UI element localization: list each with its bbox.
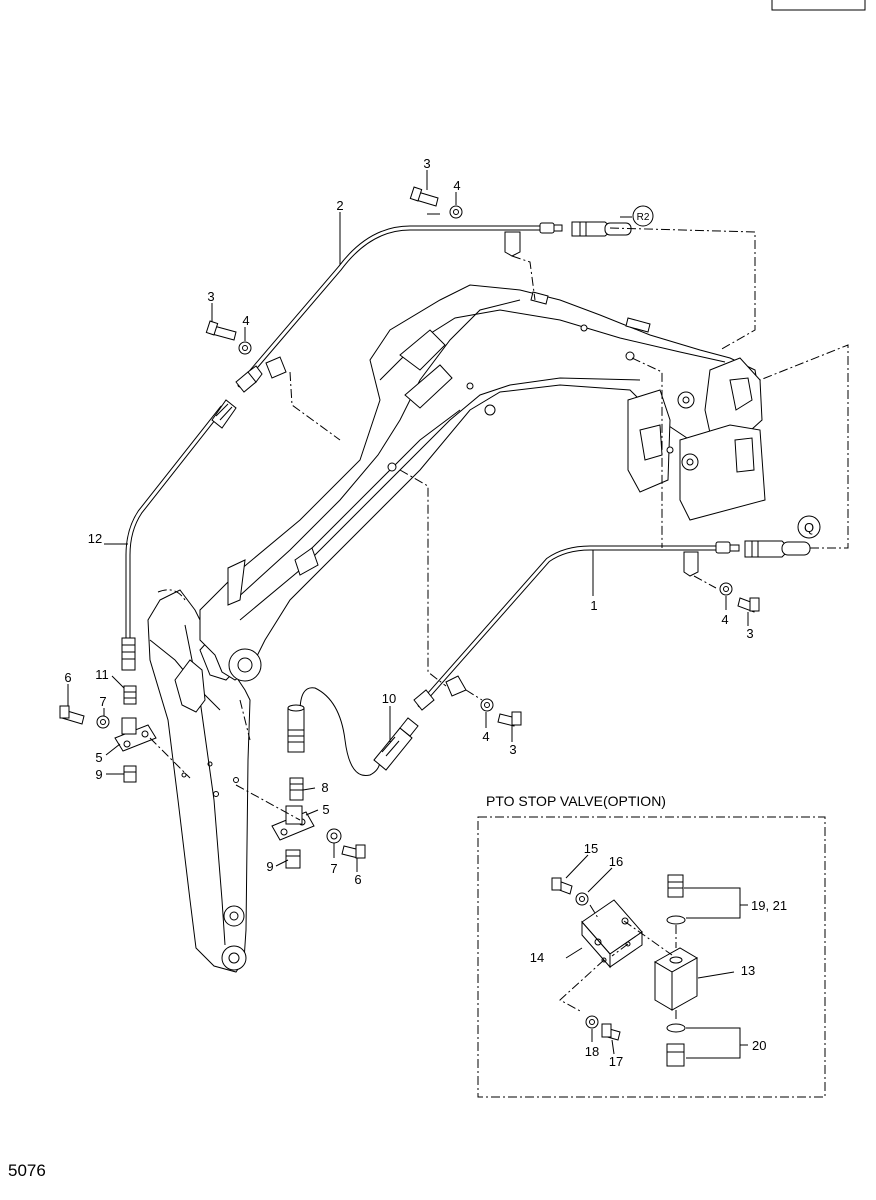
callout-15: 15 [584,841,598,856]
connector-r2 [632,205,654,227]
fittings [121,221,811,771]
boom-body [147,284,766,973]
reference-lines [149,227,849,821]
callout-4-lower: 4 [482,729,489,744]
callout-3-top: 3 [423,156,430,171]
callout-20: 20 [752,1038,766,1053]
callout-11: 11 [95,667,109,682]
leader-lines [67,170,749,872]
callout-4-left: 4 [242,313,249,328]
page-code: 5076 [8,1161,46,1180]
callout-5-mid: 5 [322,802,329,817]
inset-title: PTO STOP VALVE(OPTION) [486,793,666,809]
callout-9-left: 9 [95,767,102,782]
hose-10 [299,687,381,777]
hardware [59,186,760,869]
connector-r2-label: R2 [637,212,650,223]
callout-16: 16 [609,854,623,869]
callout-19-21: 19, 21 [751,898,787,913]
callout-4-right: 4 [721,612,728,627]
callout-6-left: 6 [64,670,71,685]
callout-2: 2 [336,198,343,213]
hose-12 [125,405,225,643]
callout-8: 8 [321,780,328,795]
callout-1: 1 [590,598,597,613]
callout-13: 13 [741,963,755,978]
callout-6-mid: 6 [354,872,361,887]
callout-5-left: 5 [95,750,102,765]
callout-10: 10 [382,691,396,706]
callout-18: 18 [585,1044,599,1059]
pto-valve-parts [551,874,699,1067]
callout-3-right: 3 [746,626,753,641]
callout-12: 12 [88,531,102,546]
pipe-2 [237,225,551,388]
connector-q [797,515,821,539]
callout-9-mid: 9 [266,859,273,874]
callout-3-lower: 3 [509,742,516,757]
callout-7-left: 7 [99,694,106,709]
callout-17: 17 [609,1054,623,1069]
callout-7-mid: 7 [330,861,337,876]
callout-14: 14 [530,950,544,965]
callout-4-top: 4 [453,178,460,193]
inset-frame [477,816,826,1098]
callout-3-left: 3 [207,289,214,304]
pipe-1 [417,545,725,708]
connector-q-label: Q [804,520,814,535]
corner-box [771,0,866,11]
inset-lines [559,854,748,1059]
